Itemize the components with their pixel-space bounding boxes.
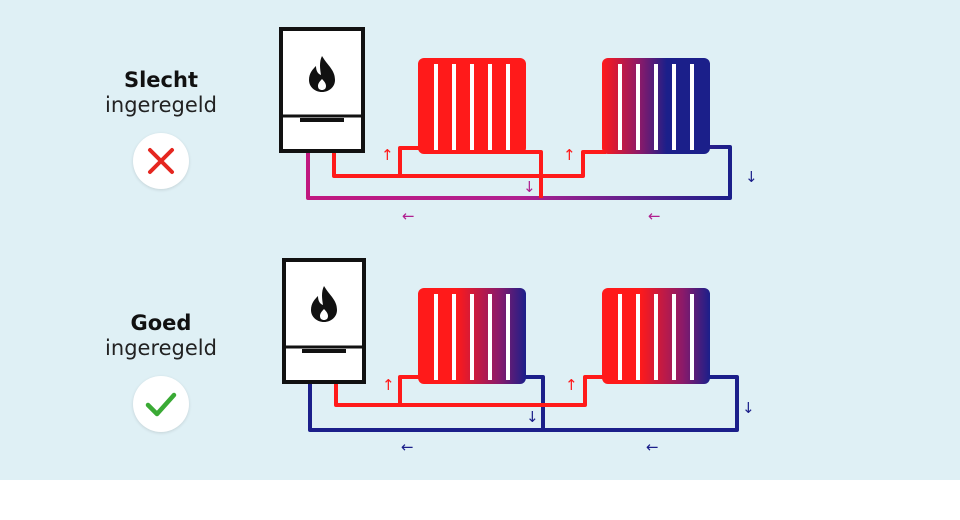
left-arrow-icon: ←: [402, 207, 415, 225]
cross-badge: [133, 133, 189, 189]
row-good-return-pipe: [308, 375, 739, 432]
boiler-icon: [282, 258, 366, 384]
row-bad-rad1-return-pipe: [518, 150, 543, 198]
row-good-supply-pipe: [334, 375, 606, 407]
row-good-rad1-supply-pipe: [398, 375, 424, 405]
boiler-icon: [279, 27, 365, 153]
row-bad-return-pipe: [306, 145, 732, 200]
row-good-diagram: ↑ ↑ ↓ ↓ ← ←: [282, 258, 755, 456]
down-arrow-icon: ↓: [742, 399, 755, 417]
row-bad-title: Slecht: [123, 68, 198, 92]
down-arrow-icon: ↓: [523, 178, 536, 196]
up-arrow-icon: ↑: [381, 146, 394, 164]
left-arrow-icon: ←: [646, 438, 659, 456]
left-arrow-icon: ←: [648, 207, 661, 225]
row-bad-subtitle: ingeregeld: [105, 93, 217, 117]
row-good-title: Goed: [130, 311, 192, 335]
down-arrow-icon: ↓: [526, 408, 539, 426]
flame-icon: [311, 286, 337, 322]
up-arrow-icon: ↑: [565, 376, 578, 394]
row-good-label: Goed ingeregeld: [76, 310, 246, 360]
radiator-2: [602, 288, 710, 384]
heating-diagram: ↑ ↑ ↓ ↓ ← ←: [279, 27, 758, 456]
row-bad-supply-pipe: [332, 150, 606, 178]
row-good-rad1-return-pipe: [522, 375, 545, 430]
check-icon: [145, 392, 177, 417]
row-bad-rad1-supply-pipe: [398, 146, 424, 176]
row-bad-diagram: ↑ ↑ ↓ ↓ ← ←: [279, 27, 758, 225]
radiator-1: [418, 288, 526, 384]
flame-icon: [309, 56, 335, 92]
cross-icon: [148, 148, 174, 174]
down-arrow-icon: ↓: [745, 168, 758, 186]
radiator-1: [418, 58, 526, 154]
up-arrow-icon: ↑: [563, 146, 576, 164]
row-bad-label: Slecht ingeregeld: [76, 67, 246, 117]
left-arrow-icon: ←: [401, 438, 414, 456]
row-good-subtitle: ingeregeld: [105, 336, 217, 360]
up-arrow-icon: ↑: [382, 376, 395, 394]
radiator-2: [602, 58, 710, 154]
check-badge: [133, 376, 189, 432]
